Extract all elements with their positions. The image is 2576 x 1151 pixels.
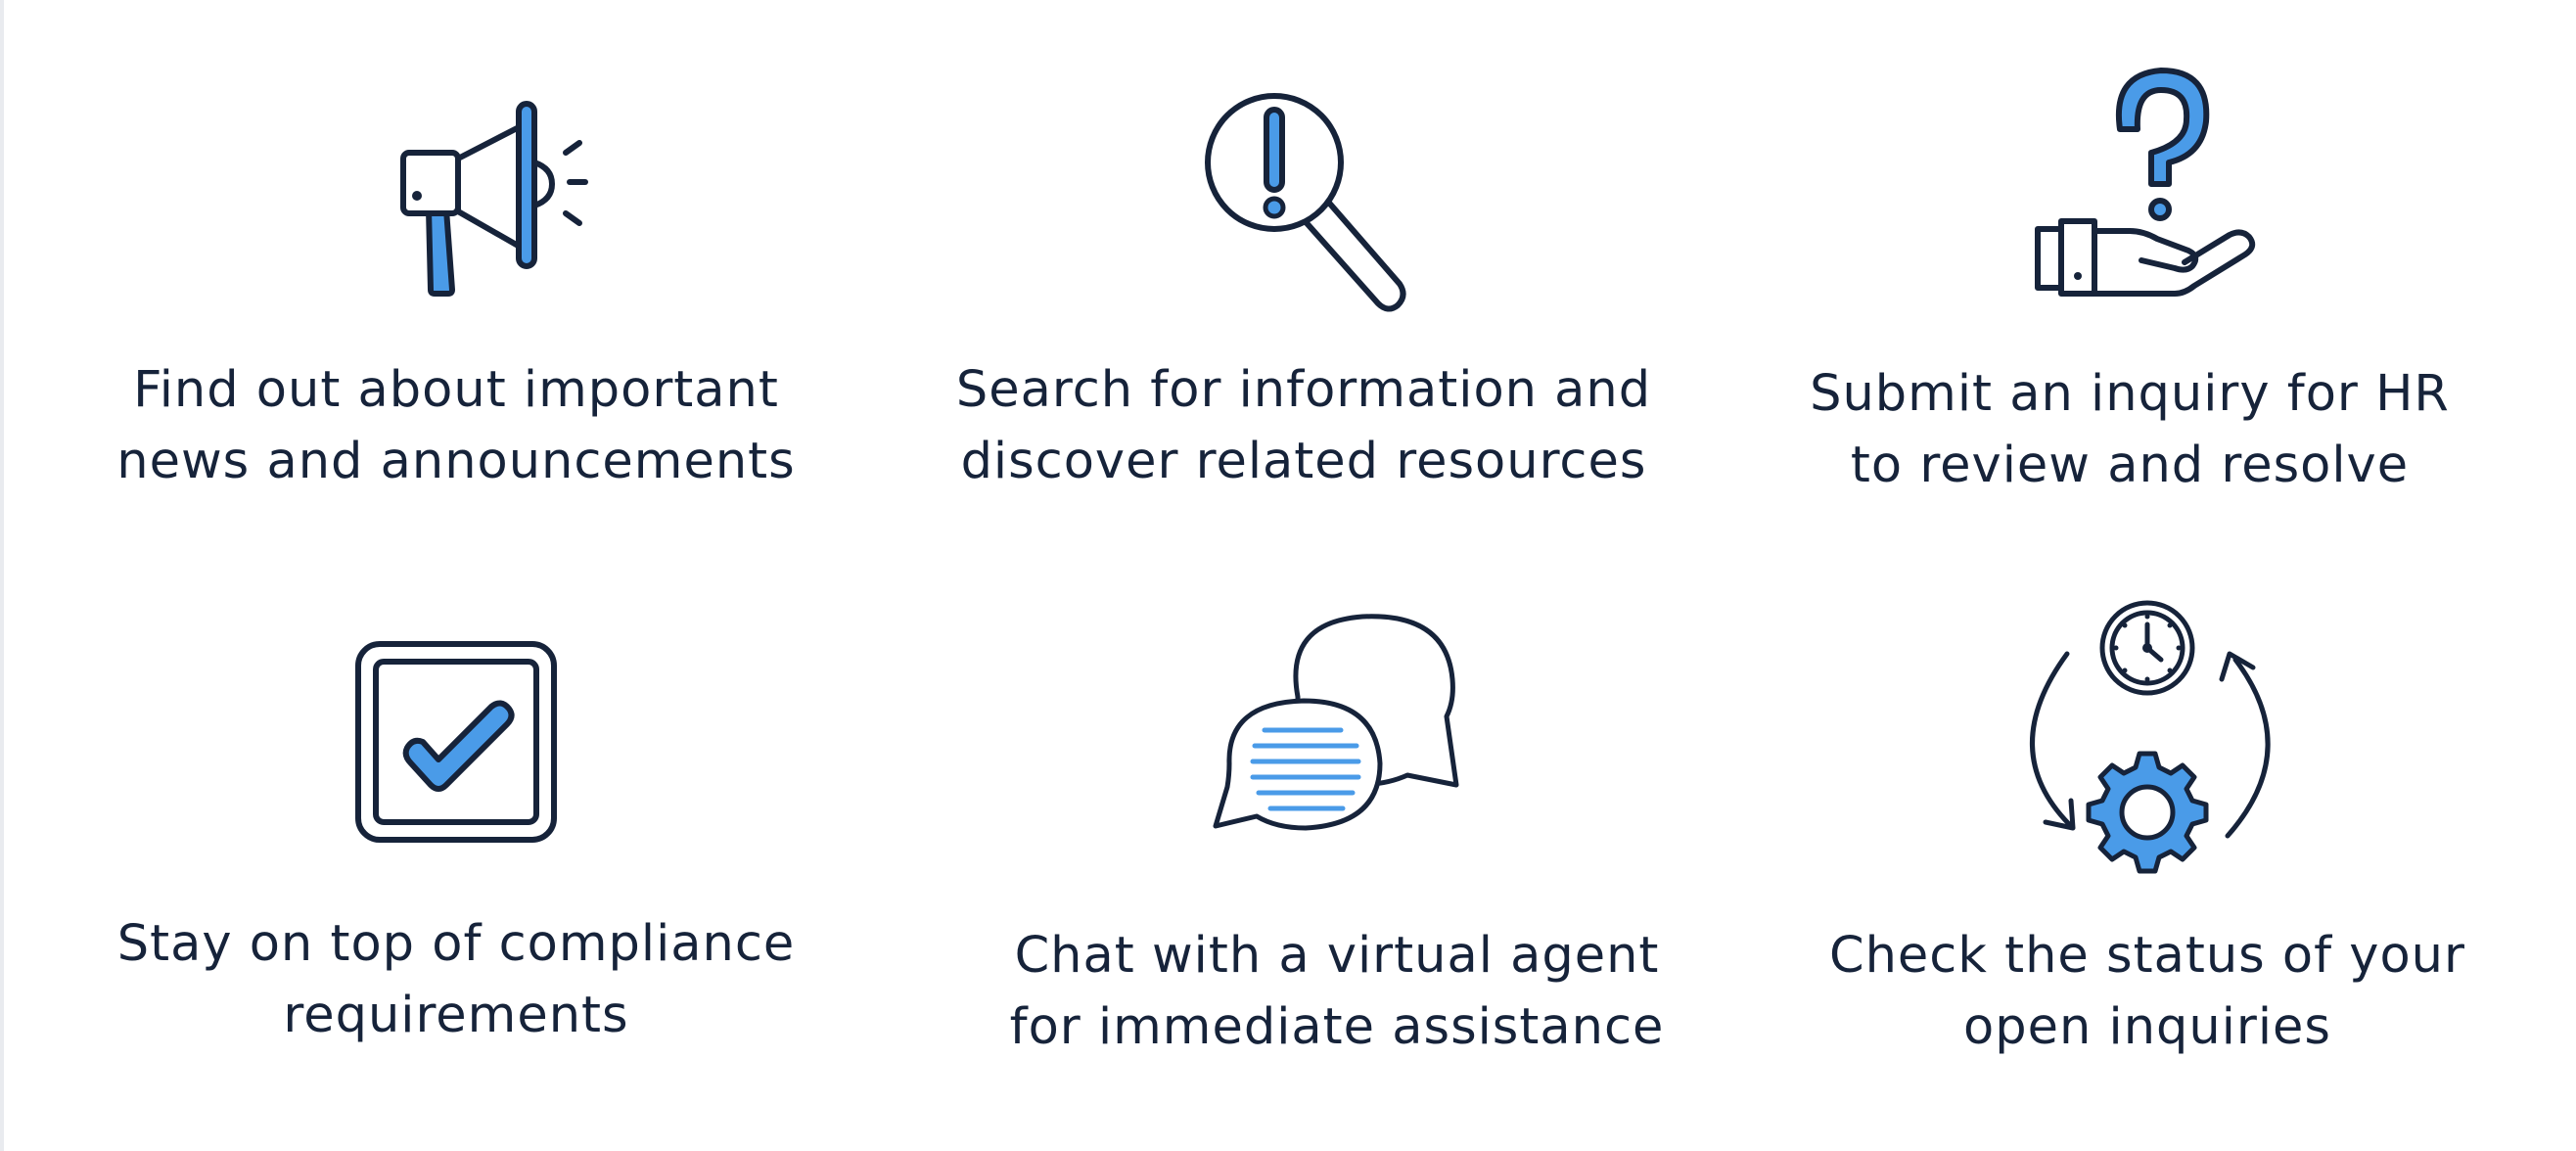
caption-line: Search for information and: [955, 361, 1652, 419]
caption-line: to review and resolve: [1850, 437, 2410, 494]
magnifier-exclamation-icon: [912, 59, 1695, 372]
caption-line: Find out about important: [133, 361, 779, 419]
feature-inquiry-caption: Submit an inquiry for HR to review and r…: [1738, 358, 2521, 501]
feature-chat: Chat with a virtual agent for immediate …: [945, 607, 1728, 1077]
feature-chat-caption: Chat with a virtual agent for immediate …: [945, 920, 1728, 1063]
feature-status-caption: Check the status of your open inquiries: [1756, 920, 2539, 1063]
left-edge-divider: [0, 0, 4, 1151]
checkbox-icon: [65, 626, 848, 940]
feature-inquiry: Submit an inquiry for HR to review and r…: [1738, 59, 2521, 509]
caption-line: news and announcements: [116, 433, 796, 490]
chat-bubbles-icon: [945, 607, 1728, 920]
caption-line: discover related resources: [960, 433, 1647, 490]
caption-line: Chat with a virtual agent: [1014, 927, 1660, 985]
feature-status: Check the status of your open inquiries: [1756, 597, 2539, 1077]
clock-gear-cycle-icon: [1756, 597, 2539, 910]
feature-search-caption: Search for information and discover rela…: [912, 354, 1695, 497]
feature-search: Search for information and discover rela…: [912, 59, 1695, 509]
caption-line: for immediate assistance: [1009, 998, 1665, 1056]
feature-news: Find out about important news and announ…: [65, 59, 848, 509]
feature-compliance-caption: Stay on top of compliance requirements: [65, 908, 848, 1051]
caption-line: Stay on top of compliance: [116, 915, 796, 973]
caption-line: open inquiries: [1963, 998, 2331, 1056]
megaphone-icon: [65, 59, 848, 372]
hand-question-icon: [1738, 59, 2521, 372]
caption-line: requirements: [283, 987, 629, 1044]
feature-news-caption: Find out about important news and announ…: [65, 354, 848, 497]
caption-line: Submit an inquiry for HR: [1810, 365, 2450, 423]
caption-line: Check the status of your: [1829, 927, 2465, 985]
feature-compliance: Stay on top of compliance requirements: [65, 626, 848, 1077]
